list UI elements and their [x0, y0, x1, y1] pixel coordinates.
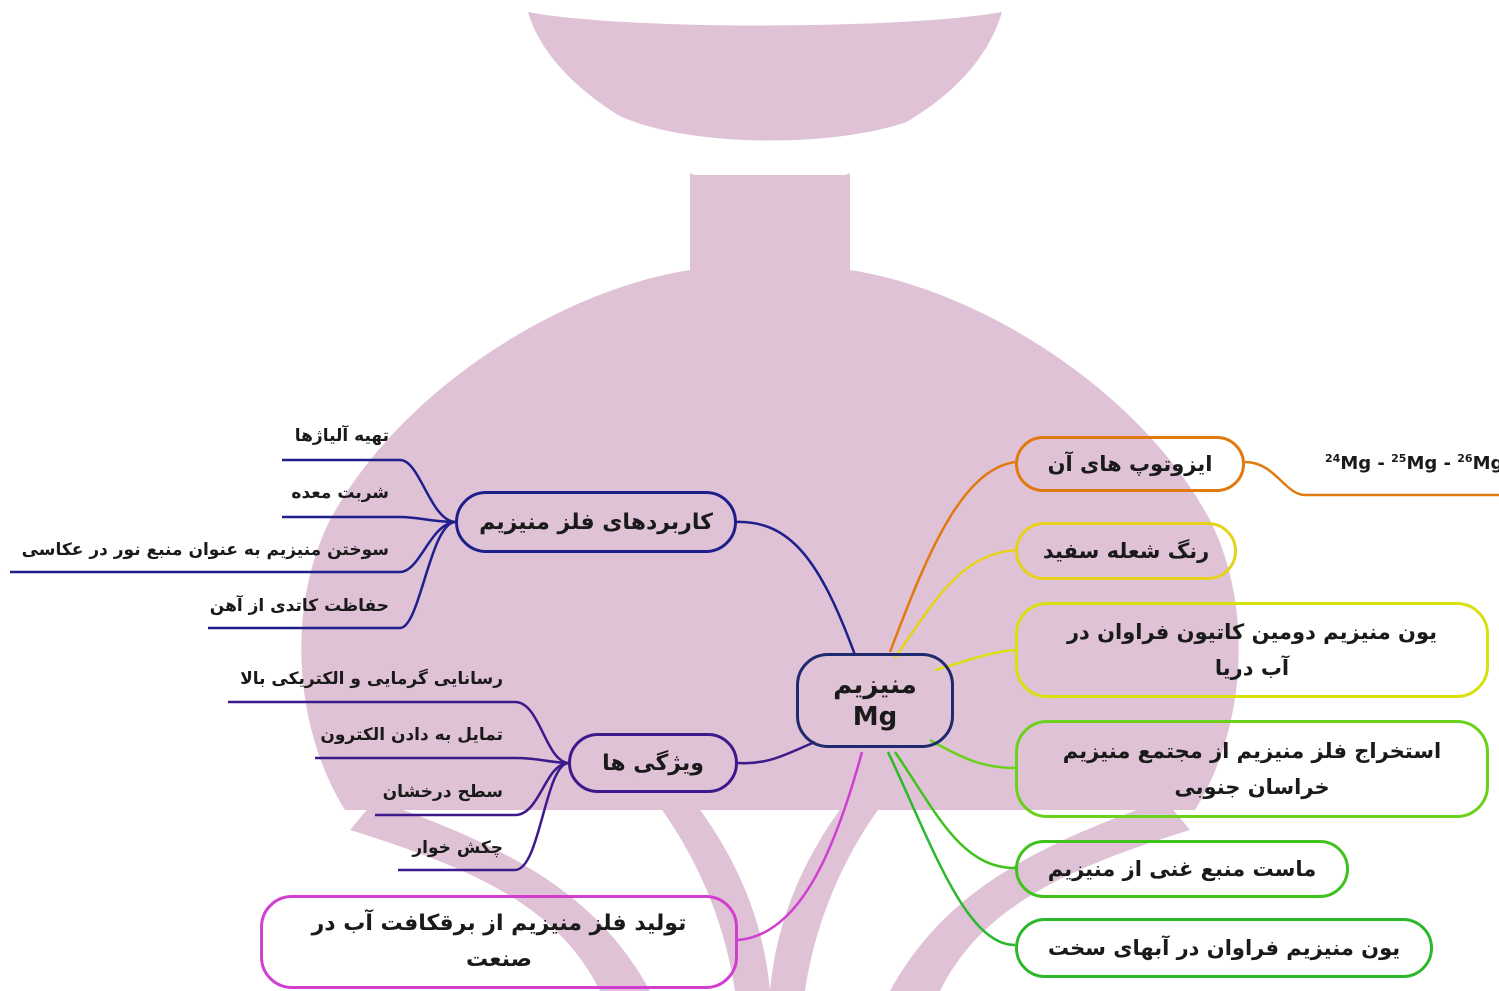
properties-node[interactable]: ویژگی ها [568, 733, 738, 793]
connector-production [737, 751, 864, 942]
connector-hardwater [886, 751, 1016, 947]
flame-node[interactable]: رنگ شعله سفید [1015, 522, 1237, 580]
yogurt-node-text: ماست منبع غنی از منیزیم [1047, 857, 1317, 881]
isotopes-node-title: ایزوتوپ های آن [1047, 452, 1213, 476]
connector-yogurt [893, 751, 1016, 870]
connector-prop-item-1 [228, 700, 569, 765]
center-node-symbol: Mg [852, 701, 898, 732]
prop-item-shiny: سطح درخشان [382, 782, 503, 802]
connector-isotopes-value [1244, 460, 1499, 497]
connector-isotopes [888, 460, 1016, 653]
connector-prop-item-3 [375, 761, 569, 817]
hardwater-node[interactable]: یون منیزیم فراوان در آبهای سخت [1015, 918, 1433, 978]
sea-node-text: یون منیزیم دومین کاتیون فراوان در آب دری… [1066, 620, 1438, 680]
properties-node-title: ویژگی ها [602, 750, 704, 776]
connector-prop-item-2 [315, 756, 569, 765]
center-node-name: منیزیم [833, 669, 917, 700]
uses-item-antacid: شربت معده [291, 483, 389, 503]
mining-node[interactable]: استخراج فلز منیزیم از مجتمع منیزیم خراسا… [1015, 720, 1489, 818]
hardwater-node-text: یون منیزیم فراوان در آبهای سخت [1047, 936, 1401, 960]
production-node[interactable]: تولید فلز منیزیم از برقکافت آب در صنعت [260, 895, 738, 989]
connector-prop-item-4 [398, 761, 569, 872]
flame-node-text: رنگ شعله سفید [1042, 539, 1210, 563]
isotopes-values: 24Mg - 25Mg - 26Mg [1325, 452, 1499, 474]
connector-uses [734, 520, 857, 656]
connector-flame [893, 548, 1016, 659]
uses-item-cathodic-protection: حفاظت کاتدی از آهن [209, 596, 389, 616]
connector-properties [737, 740, 816, 765]
uses-item-photo-flash: سوختن منیزیم به عنوان منبع نور در عکاسی [21, 540, 389, 560]
production-node-text: تولید فلز منیزیم از برقکافت آب در صنعت [311, 911, 687, 972]
connector-uses-item-1 [282, 458, 456, 524]
yogurt-node[interactable]: ماست منبع غنی از منیزیم [1015, 840, 1349, 898]
mining-node-text: استخراج فلز منیزیم از مجتمع منیزیم خراسا… [1062, 739, 1442, 799]
connector-uses-item-3 [10, 520, 456, 574]
uses-node-title: کاربردهای فلز منیزیم [479, 509, 713, 535]
isotopes-node[interactable]: ایزوتوپ های آن [1015, 436, 1245, 492]
center-node[interactable]: منیزیم Mg [796, 653, 954, 748]
watermark-logo [301, 12, 1239, 810]
prop-item-conductivity: رسانایی گرمایی و الکتریکی بالا [240, 669, 503, 689]
connector-uses-item-2 [282, 515, 456, 524]
prop-item-electron-loss: تمایل به دادن الکترون [320, 725, 503, 745]
watermark-cutouts [612, 112, 930, 175]
uses-item-alloys: تهیه آلیاژها [294, 426, 389, 446]
connector-mining [929, 738, 1016, 770]
uses-node[interactable]: کاربردهای فلز منیزیم [455, 491, 737, 553]
prop-item-malleable: چکش خوار [412, 838, 503, 858]
sea-node[interactable]: یون منیزیم دومین کاتیون فراوان در آب دری… [1015, 602, 1489, 698]
connector-uses-item-4 [208, 520, 456, 630]
watermark-arcs [350, 740, 1190, 991]
